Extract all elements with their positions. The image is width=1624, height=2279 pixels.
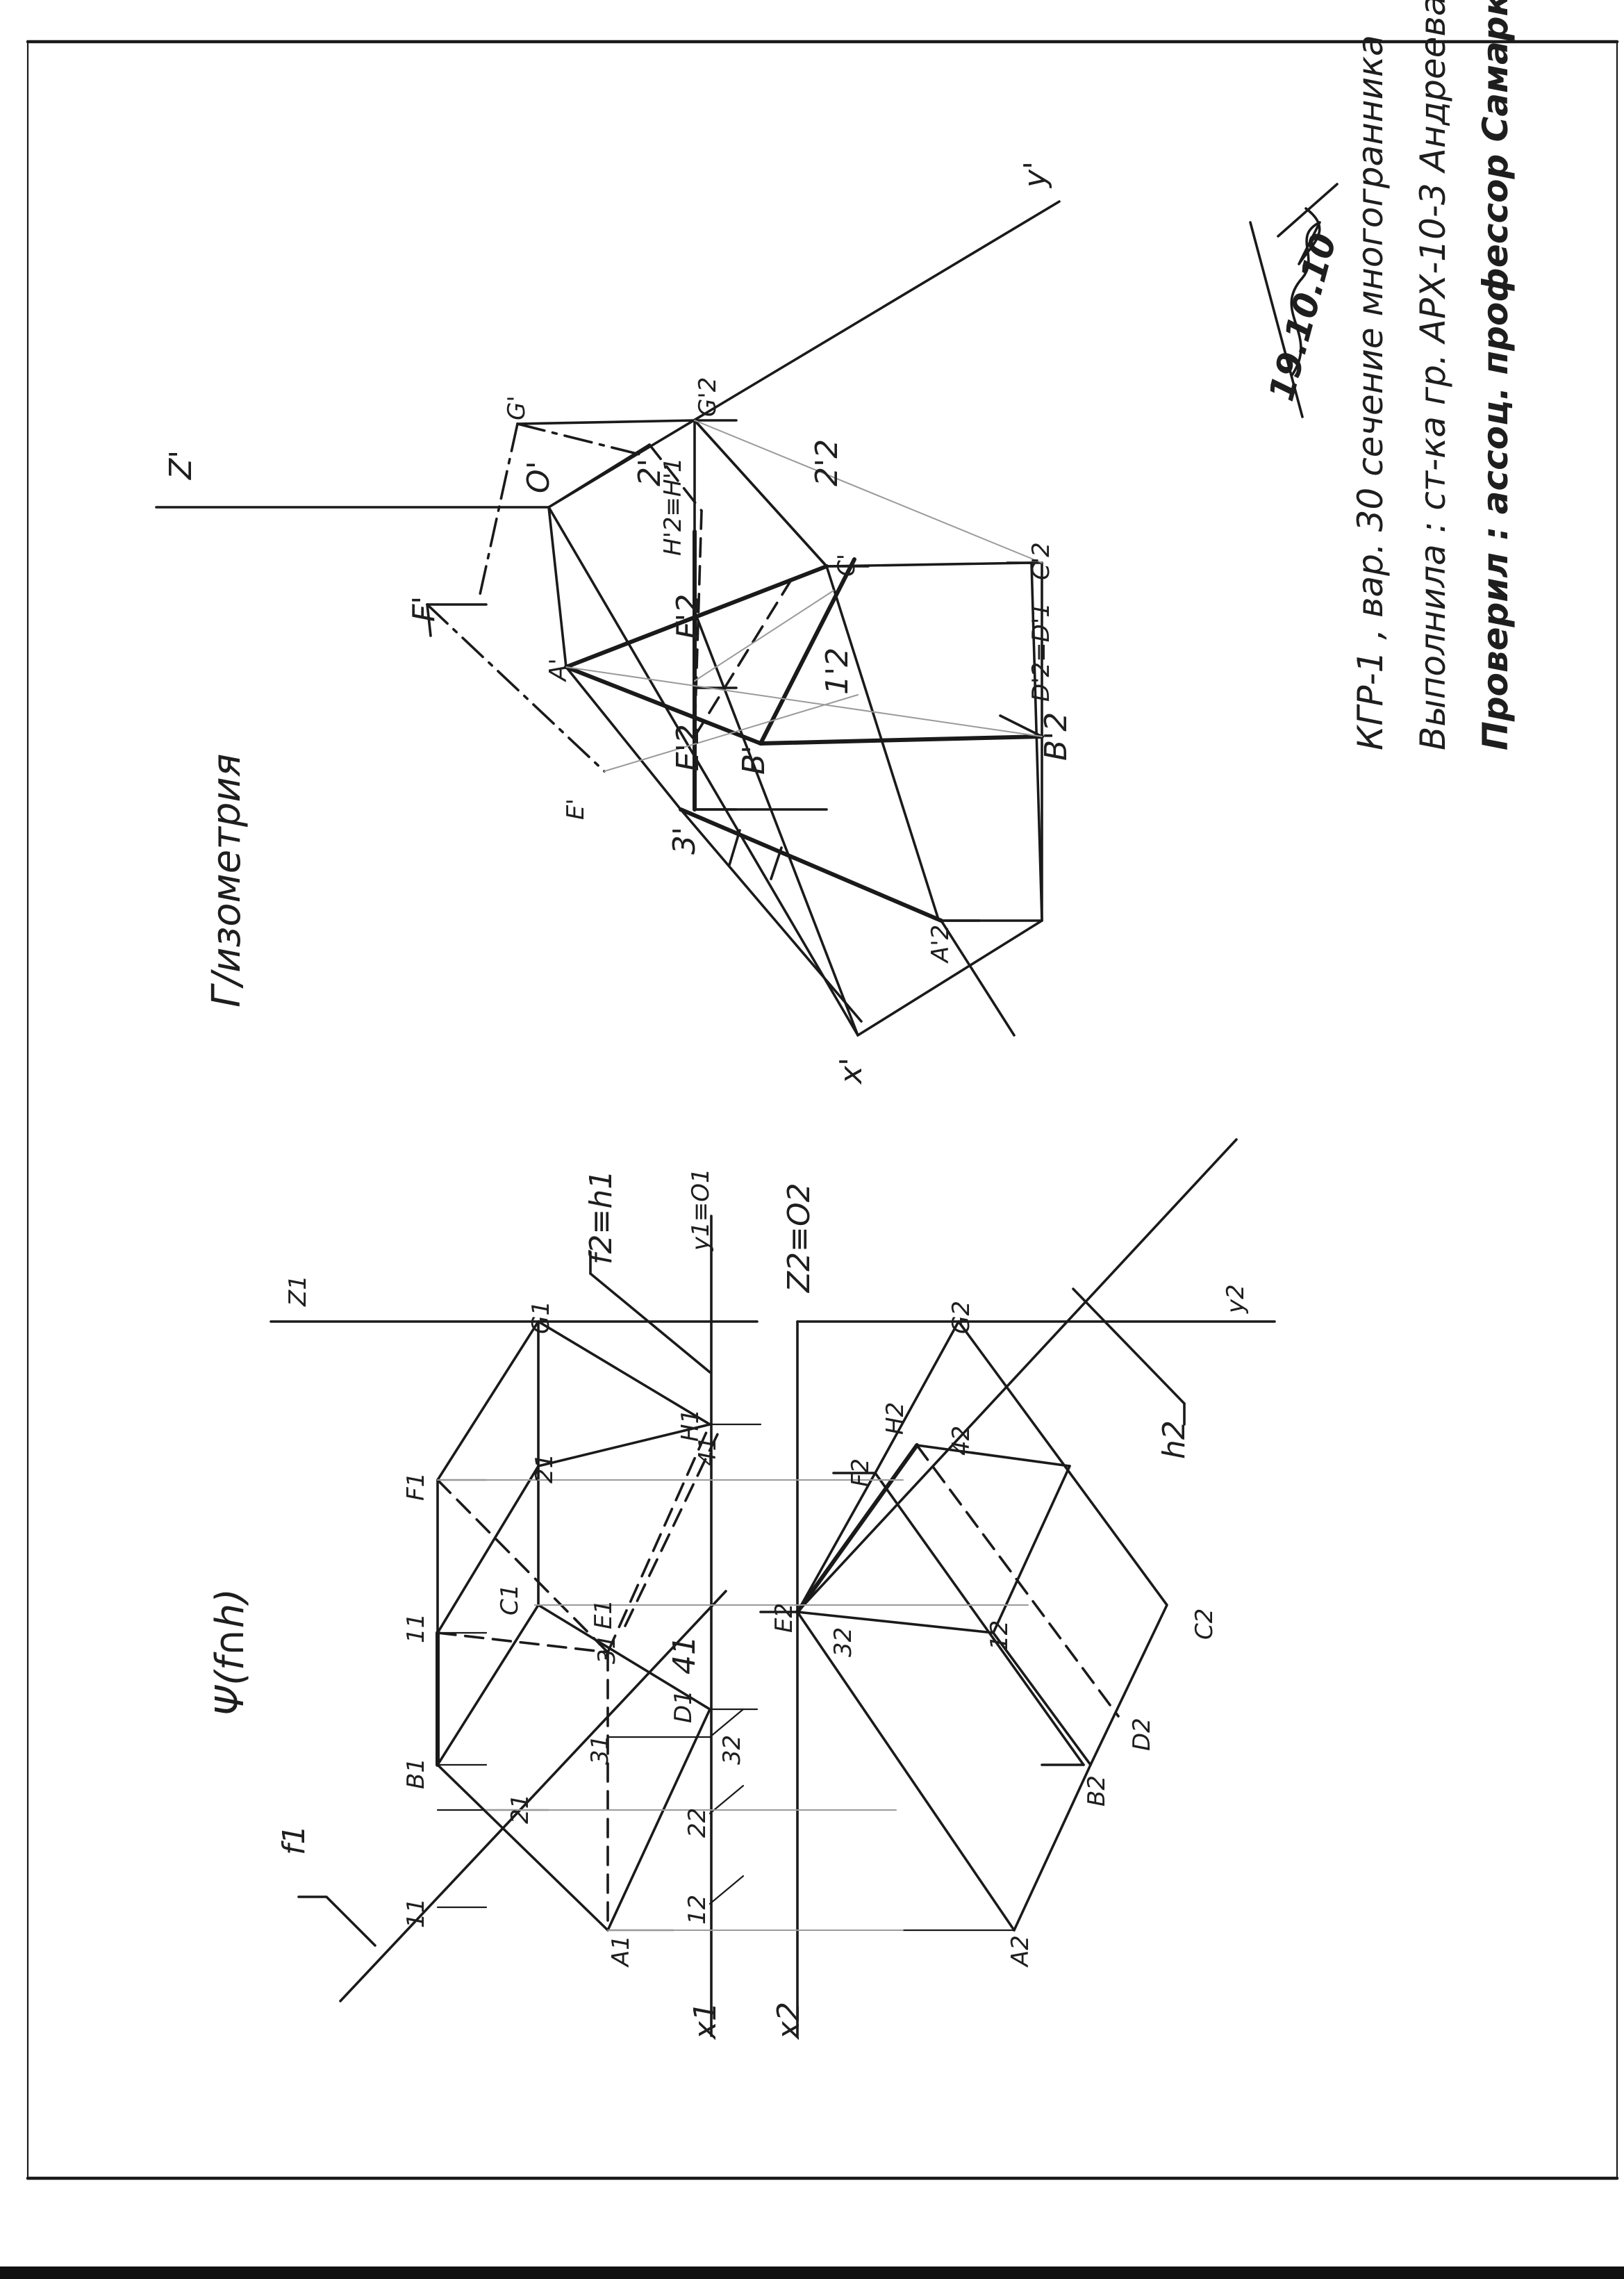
label-z1: Z1 <box>284 1275 312 1307</box>
signature <box>1277 183 1339 377</box>
label-b2: B2 <box>1083 1775 1111 1807</box>
label-3-2b: 32 <box>829 1627 857 1657</box>
axis-x-prime <box>547 506 859 1037</box>
label-c2: C2 <box>1191 1609 1218 1640</box>
isometric-labels: Г/изометрия Z' y' x' O' G' G'2 F' E' A' … <box>163 161 1074 1085</box>
title-block: КГР-1 , вар. 30 сечение многогранника Вы… <box>1249 0 1516 750</box>
label-h2: h2 <box>1157 1420 1192 1459</box>
label-e-prime: E' <box>562 798 590 820</box>
label-g2-prime: G'2 <box>694 377 722 417</box>
label-f1: f1 <box>276 1825 312 1855</box>
label-y1o1: y1≡O1 <box>687 1168 715 1251</box>
label-e2-prime: E'2 <box>670 724 706 771</box>
label-g2: G2 <box>947 1301 975 1334</box>
label-4-1: 41 <box>667 1636 702 1675</box>
label-z2o2: Z2≡O2 <box>781 1183 817 1293</box>
label-b-prime: B' <box>736 746 772 775</box>
label-h1: H1 <box>677 1409 704 1442</box>
label-z-prime: Z' <box>163 450 199 480</box>
bottom-bar <box>0 2266 1624 2279</box>
title-line: КГР-1 , вар. 30 сечение многогранника <box>1350 35 1391 750</box>
isometric-view <box>155 200 1061 1037</box>
label-1-prime-2: 1'2 <box>820 648 855 695</box>
label-1-2: 12 <box>683 1895 711 1925</box>
label-e1: E1 <box>590 1599 618 1629</box>
label-4-1b: 41 <box>694 1436 722 1466</box>
label-g-prime: G' <box>503 395 531 420</box>
label-3-prime: 3' <box>667 827 702 855</box>
author-line: Выполнила : ст-ка гр. АРХ-10-3 Андреева … <box>1413 0 1453 750</box>
label-g1: G1 <box>527 1301 555 1334</box>
sheet-frame <box>26 40 1619 2180</box>
label-b2-prime: B'2 <box>1038 712 1074 761</box>
label-c1: C1 <box>496 1584 524 1615</box>
label-3-2: 32 <box>718 1735 746 1765</box>
label-3-1b: 31 <box>593 1634 621 1664</box>
axis-y-prime <box>547 200 1061 509</box>
label-a1: A1 <box>607 1935 635 1968</box>
label-2-1b: 21 <box>531 1454 558 1483</box>
label-h2-point: H2 <box>881 1402 909 1435</box>
label-2-prime-2: 2'2 <box>809 439 845 486</box>
label-f2h1: f2≡h1 <box>583 1170 619 1265</box>
date-underline <box>1249 221 1304 418</box>
label-f2: F2 <box>847 1458 875 1487</box>
label-o-prime: O' <box>521 461 556 493</box>
label-x1: x1 <box>688 2002 723 2041</box>
label-b1: B1 <box>402 1758 430 1789</box>
label-y2: y2 <box>1222 1284 1250 1314</box>
label-x-prime: x' <box>834 1058 869 1085</box>
checker-line: Проверил : ассоц. профессор Самаркин Ю.П… <box>1475 0 1516 750</box>
label-c2-prime: C'2 <box>1027 542 1055 580</box>
label-a2: A2 <box>1006 1935 1034 1968</box>
label-1-1: 11 <box>402 1898 430 1928</box>
label-e2: E2 <box>770 1603 798 1633</box>
label-y-prime: y' <box>1018 161 1053 189</box>
label-d1: D1 <box>670 1690 697 1723</box>
label-2-1: 21 <box>506 1794 534 1824</box>
orthographic-views <box>270 1138 1276 2037</box>
label-2-2: 22 <box>683 1808 711 1838</box>
label-1-2b: 12 <box>986 1620 1013 1650</box>
label-3-1: 31 <box>586 1735 614 1765</box>
label-a-prime: A' <box>545 658 572 682</box>
label-a2-prime: A'2 <box>927 925 954 964</box>
label-h-prime: H'2≡H'1 <box>659 457 687 556</box>
label-f2-prime: F'2 <box>670 594 706 639</box>
label-2-prime: 2' <box>632 459 668 486</box>
orthographic-labels: Ψ(f∩h) f1 f2≡h1 h2 Z1 y1≡O1 Z2≡O2 y2 x1 … <box>208 1168 1250 2041</box>
right-view-title: Г/изометрия <box>204 754 249 1007</box>
left-view-title: Ψ(f∩h) <box>208 1588 253 1716</box>
label-4-2: 42 <box>947 1426 975 1456</box>
label-d2: D2 <box>1128 1718 1156 1751</box>
label-c-prime: C' <box>833 554 861 577</box>
label-x2: x2 <box>771 2002 806 2041</box>
label-1-1b: 11 <box>402 1613 430 1643</box>
label-f-prime: F' <box>406 596 442 622</box>
label-f1-point: F1 <box>402 1472 430 1501</box>
label-d2-prime: D'2=D'1 <box>1027 602 1055 702</box>
